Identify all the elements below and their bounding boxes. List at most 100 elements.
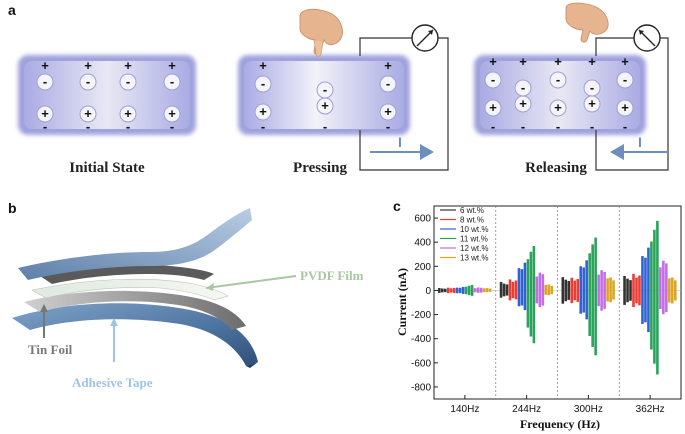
bar-362Hz-6wt bbox=[623, 275, 626, 305]
minus-sign-icon: - bbox=[126, 74, 130, 89]
legend-label: 6 wt.% bbox=[460, 206, 484, 215]
bar-362Hz-12wt bbox=[665, 263, 668, 313]
bar-362Hz-13wt bbox=[674, 280, 677, 301]
chart-separators bbox=[434, 206, 681, 399]
bar-244Hz-10wt bbox=[517, 268, 521, 307]
bar-300Hz-12wt bbox=[600, 270, 603, 311]
dipole-circle-icon bbox=[119, 105, 137, 123]
pvdf-film-label: PVDF Film bbox=[300, 268, 364, 283]
bar-362Hz-11wt bbox=[650, 241, 653, 350]
adhesive-tape-label: Adhesive Tape bbox=[72, 375, 153, 390]
dipole-circle-icon bbox=[514, 95, 532, 113]
plus-sign-icon: + bbox=[259, 58, 267, 73]
panel-a-diagram: +-+-+-+-+-+-+-+- +-+-+-+--+- I +-+-+-+-+… bbox=[18, 2, 669, 171]
minus-sign-icon: - bbox=[43, 74, 47, 89]
pvdf-film-layer bbox=[31, 278, 229, 301]
bar-244Hz-10wt bbox=[520, 269, 524, 306]
dipole-circle-icon bbox=[254, 103, 272, 121]
bar-362Hz-8wt bbox=[635, 277, 638, 304]
y-tick-label: 200 bbox=[414, 262, 431, 273]
minus-sign-icon: - bbox=[521, 80, 525, 95]
bar-300Hz-8wt bbox=[573, 280, 577, 301]
legend-label: 10 wt.% bbox=[460, 225, 488, 234]
minus-sign-icon: - bbox=[261, 119, 265, 134]
dipole-circle-icon bbox=[36, 105, 54, 123]
plus-sign-icon: + bbox=[168, 106, 176, 121]
minus-sign-icon: - bbox=[556, 72, 560, 87]
bar-300Hz-8wt bbox=[576, 279, 580, 302]
adhesive-tape-layer bbox=[12, 303, 258, 366]
dipole-circle-icon bbox=[616, 99, 634, 117]
bar-362Hz-12wt bbox=[659, 267, 662, 309]
legend-label: 8 wt.% bbox=[460, 216, 484, 225]
minus-sign-icon: - bbox=[170, 74, 174, 89]
bar-300Hz-13wt bbox=[609, 277, 612, 303]
bar-362Hz-8wt bbox=[632, 273, 635, 307]
chart-legend: 6 wt.%8 wt.%10 wt.%11 wt.%12 wt.%13 wt.% bbox=[440, 206, 488, 263]
pressing-circuit bbox=[359, 37, 449, 171]
plus-sign-icon: + bbox=[259, 104, 267, 119]
bar-244Hz-11wt bbox=[529, 251, 533, 337]
plus-sign-icon: + bbox=[84, 58, 92, 73]
x-tick-label: 362Hz bbox=[636, 404, 665, 415]
plus-sign-icon: + bbox=[489, 100, 497, 115]
bar-362Hz-10wt bbox=[647, 247, 650, 333]
bar-140Hz-13wt bbox=[482, 288, 486, 293]
bar-140Hz-10wt bbox=[458, 287, 462, 294]
minus-sign-icon: - bbox=[623, 119, 627, 134]
dipole-circle-icon bbox=[79, 105, 97, 123]
legend-label: 11 wt.% bbox=[460, 235, 488, 244]
current-label-releasing: I bbox=[638, 134, 642, 150]
bar-244Hz-6wt bbox=[502, 283, 506, 297]
bar-244Hz-8wt bbox=[508, 279, 512, 301]
initial-state-label: Initial State bbox=[69, 160, 145, 176]
minus-sign-icon: - bbox=[623, 72, 627, 87]
minus-sign-icon: - bbox=[126, 119, 130, 134]
initial-state-box bbox=[18, 55, 196, 135]
dipole-circle-icon bbox=[36, 73, 54, 91]
pvdf-film-arrow bbox=[205, 275, 297, 289]
minus-sign-icon: - bbox=[323, 119, 327, 134]
bar-300Hz-6wt bbox=[567, 281, 571, 300]
minus-sign-icon: - bbox=[43, 119, 47, 134]
plus-sign-icon: + bbox=[168, 58, 176, 73]
plus-sign-icon: + bbox=[554, 100, 562, 115]
bar-300Hz-12wt bbox=[603, 272, 606, 309]
bar-362Hz-12wt bbox=[662, 260, 665, 315]
bar-140Hz-6wt bbox=[440, 288, 444, 293]
x-tick-label: 244Hz bbox=[512, 404, 541, 415]
bar-300Hz-10wt bbox=[585, 260, 588, 320]
bar-244Hz-12wt bbox=[541, 274, 545, 306]
plus-sign-icon: + bbox=[321, 98, 329, 113]
bar-362Hz-11wt bbox=[653, 229, 656, 364]
bar-300Hz-12wt bbox=[597, 274, 600, 307]
bar-140Hz-6wt bbox=[438, 288, 441, 293]
bar-140Hz-11wt bbox=[467, 285, 471, 296]
plus-sign-icon: + bbox=[41, 58, 49, 73]
minus-sign-icon: - bbox=[323, 82, 327, 97]
bar-244Hz-6wt bbox=[499, 282, 503, 298]
bar-140Hz-11wt bbox=[470, 285, 474, 296]
pressing-charges: +-+-+-+--+- bbox=[254, 58, 397, 134]
dipole-circle-icon bbox=[79, 73, 97, 91]
dipole-circle-icon bbox=[316, 97, 334, 115]
y-tick-label: 400 bbox=[414, 238, 431, 249]
dipole-circle-icon bbox=[616, 71, 634, 89]
legend-label: 13 wt.% bbox=[460, 254, 488, 263]
plot-frame bbox=[433, 205, 682, 400]
bar-244Hz-13wt bbox=[544, 284, 548, 295]
dipole-circle-icon bbox=[484, 71, 502, 89]
dipole-circle-icon bbox=[549, 71, 567, 89]
bar-300Hz-13wt bbox=[612, 280, 615, 300]
bar-140Hz-8wt bbox=[446, 287, 450, 294]
legend-label: 12 wt.% bbox=[460, 244, 488, 253]
minus-sign-icon: - bbox=[170, 119, 174, 134]
dipole-circle-icon bbox=[163, 105, 181, 123]
bar-244Hz-6wt bbox=[505, 284, 509, 296]
minus-sign-icon: - bbox=[521, 119, 525, 134]
dipole-circle-icon bbox=[549, 99, 567, 117]
dipole-circle-icon bbox=[484, 99, 502, 117]
bar-140Hz-11wt bbox=[464, 286, 468, 295]
